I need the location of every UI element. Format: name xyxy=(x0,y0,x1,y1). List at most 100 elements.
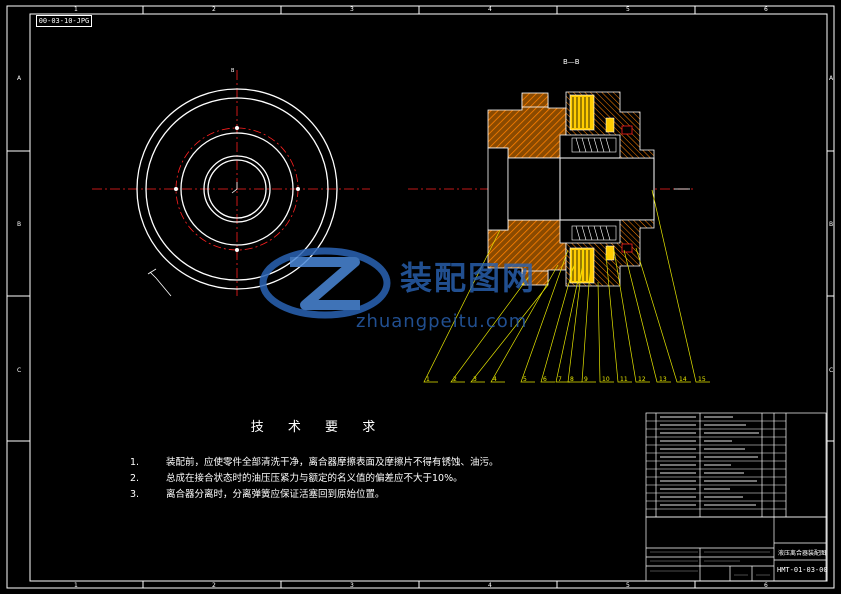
requirement-number: 1. xyxy=(130,457,140,468)
section-label: B—B xyxy=(563,58,580,66)
part-balloon: 13 xyxy=(659,376,667,383)
bolt-hole-bottom xyxy=(235,248,239,252)
section-arrow-tip xyxy=(147,268,157,275)
part-balloon: 7 xyxy=(558,376,562,383)
zone-label-side: B xyxy=(17,221,21,228)
zone-label-side: A xyxy=(17,75,22,82)
zone-label-top: 4 xyxy=(488,582,492,589)
part-balloon: 2 xyxy=(453,376,457,383)
part-balloon: 9 xyxy=(584,376,588,383)
leader-line xyxy=(605,254,632,383)
seal-lower xyxy=(605,245,615,261)
zone-label-top: 2 xyxy=(212,582,216,589)
bolt-upper xyxy=(621,125,633,135)
zone-label-top: 3 xyxy=(350,582,354,589)
zone-label-side: C xyxy=(17,367,21,374)
part-balloon: 8 xyxy=(570,376,574,383)
part-balloon: 15 xyxy=(698,376,706,383)
section-arrow xyxy=(149,271,172,297)
zone-label-top: 4 xyxy=(488,6,492,13)
part-balloon: 11 xyxy=(620,376,628,383)
outer-frame xyxy=(6,5,835,589)
title-block-scribbles xyxy=(650,551,770,576)
watermark-brand: 装配图网 xyxy=(400,259,537,297)
leader-line xyxy=(597,281,614,383)
zone-label-top: 6 xyxy=(764,582,768,589)
leader-line xyxy=(423,229,501,383)
zone-label-side: A xyxy=(829,75,834,82)
requirement-item: 3. 离合器分离时，分离弹簧应保证活塞回到原始位置。 xyxy=(118,487,518,502)
requirement-item: 1. 装配前，应使零件全部清洗干净，离合器摩擦表面及摩擦片不得有锈蚀、油污。 xyxy=(118,455,518,470)
part-balloon: 14 xyxy=(679,376,687,383)
bolt-hole-right xyxy=(296,187,300,191)
requirement-number: 3. xyxy=(130,489,140,500)
zone-label-top: 1 xyxy=(74,6,78,13)
leader-line xyxy=(651,189,710,383)
inner-frame xyxy=(29,13,828,582)
leader-line xyxy=(613,249,650,383)
section-view: B—B xyxy=(408,58,695,287)
friction-pack-upper xyxy=(569,94,595,131)
hub-circle xyxy=(180,132,294,246)
leader-line xyxy=(581,269,596,383)
view-label: B xyxy=(231,68,235,74)
requirement-text: 装配前，应使零件全部清洗干净，离合器摩擦表面及摩擦片不得有锈蚀、油污。 xyxy=(166,457,499,468)
technical-requirements: 技 术 要 求 1. 装配前，应使零件全部清洗干净，离合器摩擦表面及摩擦片不得有… xyxy=(118,416,518,503)
parts-list xyxy=(645,412,827,518)
bolt-lower xyxy=(621,243,633,253)
zone-label-side: C xyxy=(829,367,833,374)
part-balloon: 5 xyxy=(523,376,527,383)
title-block xyxy=(645,516,827,582)
zone-label-top: 1 xyxy=(74,582,78,589)
zone-dividers xyxy=(7,6,834,588)
bore-step xyxy=(507,157,561,221)
leader-line xyxy=(450,274,531,383)
requirement-text: 总成在接合状态时的油压压紧力与额定的名义值的偏差应不大于10%。 xyxy=(166,473,463,484)
leader-line xyxy=(635,247,691,383)
end-view: B xyxy=(92,68,370,298)
teeth-lower xyxy=(521,270,549,286)
leader-line xyxy=(540,264,575,383)
zone-label-top: 3 xyxy=(350,6,354,13)
shaft xyxy=(559,157,655,221)
teeth-upper xyxy=(521,92,549,108)
spring-coils xyxy=(575,137,611,241)
requirement-text: 离合器分离时，分离弹簧应保证活塞回到原始位置。 xyxy=(166,489,385,500)
leader-line xyxy=(555,279,579,383)
leader-line xyxy=(623,249,671,383)
part-balloon: 1 xyxy=(426,376,430,383)
bore-outline xyxy=(487,147,509,231)
leader-line xyxy=(567,249,585,383)
leader-line xyxy=(470,284,549,383)
leader-line xyxy=(490,264,559,383)
watermark-url: zhuangpeitu.com xyxy=(356,311,528,332)
leader-lines xyxy=(423,189,710,383)
part-balloon: 10 xyxy=(602,376,610,383)
seal-upper xyxy=(605,117,615,133)
zone-label-top: 6 xyxy=(764,6,768,13)
leader-line xyxy=(520,249,569,383)
zone-label-top: 5 xyxy=(626,6,630,13)
requirement-number: 2. xyxy=(130,473,140,484)
friction-plate-lines xyxy=(572,97,590,281)
requirement-item: 2. 总成在接合状态时的油压压紧力与额定的名义值的偏差应不大于10%。 xyxy=(118,471,518,486)
center-mark xyxy=(231,182,238,194)
zone-label-side: B xyxy=(829,221,833,228)
technical-requirements-title: 技 术 要 求 xyxy=(250,420,386,435)
bore-circle-2 xyxy=(207,159,267,219)
title-block-drawing-number: HMT-01-03-00 xyxy=(777,566,828,574)
zone-label-top: 2 xyxy=(212,6,216,13)
title-block-name: 液压离合器装配图 xyxy=(778,549,826,557)
part-balloon: 6 xyxy=(543,376,547,383)
part-balloon: 12 xyxy=(638,376,646,383)
zone-label-top: 5 xyxy=(626,582,630,589)
watermark-logo xyxy=(259,247,391,319)
bore-circle-1 xyxy=(203,155,271,223)
bolt-hole-left xyxy=(174,187,178,191)
outer-flange-circle xyxy=(136,88,338,290)
drawing-code-tag: 00-03-10-JPG xyxy=(36,15,92,27)
bolt-hole-top xyxy=(235,126,239,130)
